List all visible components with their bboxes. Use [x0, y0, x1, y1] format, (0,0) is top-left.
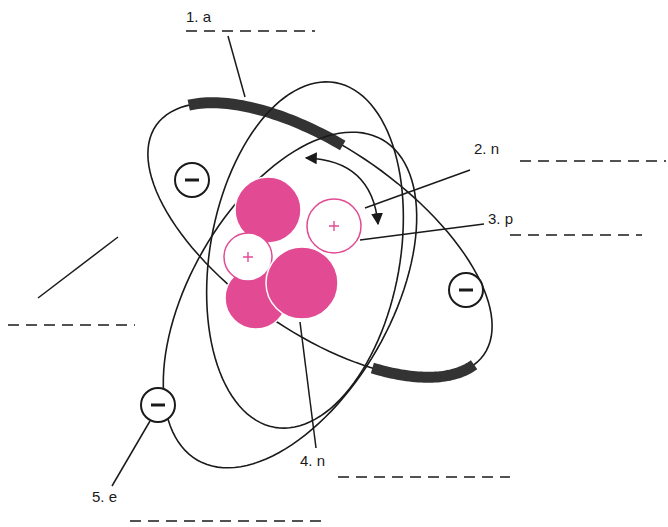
minus-sign — [185, 179, 199, 182]
answer-blank — [510, 234, 642, 236]
callout-label: 3. p — [488, 210, 513, 228]
plus-sign — [329, 221, 339, 231]
answer-blank — [8, 324, 135, 326]
electron-orbit — [163, 132, 416, 468]
callout-label: 2. n — [474, 140, 499, 158]
orbit-highlight — [372, 365, 474, 378]
electron — [175, 163, 209, 197]
answer-blank — [520, 160, 666, 162]
answer-blank — [186, 30, 315, 32]
leader-line — [360, 224, 484, 240]
electron — [449, 273, 483, 307]
minus-sign — [151, 404, 165, 407]
minus-sign — [459, 289, 473, 292]
leader-line — [365, 170, 470, 208]
electron-orbit — [207, 82, 404, 428]
leader-line — [300, 322, 316, 448]
callout-label: 4. n — [300, 452, 325, 470]
callout-label: 1. a — [186, 8, 211, 26]
electron — [141, 388, 175, 422]
leader-line — [228, 36, 245, 97]
proton — [224, 233, 272, 281]
distance-arrow — [306, 158, 378, 224]
proton — [307, 199, 361, 253]
leader-line — [38, 237, 118, 298]
leader-line — [112, 421, 150, 486]
answer-blank — [130, 520, 325, 522]
answer-blank — [338, 476, 510, 478]
neutron — [266, 247, 338, 319]
callout-label: 5. e — [92, 488, 117, 506]
electron-orbit — [148, 103, 492, 378]
plus-sign — [243, 252, 253, 262]
